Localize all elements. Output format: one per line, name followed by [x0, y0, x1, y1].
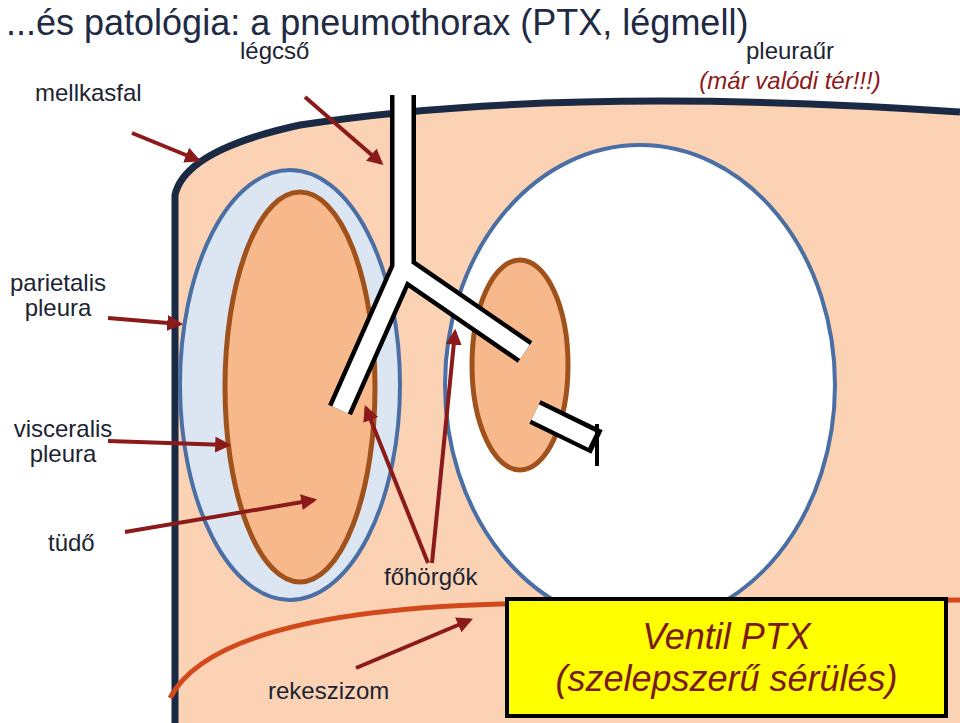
chest-wall — [175, 101, 960, 723]
airway — [340, 95, 597, 466]
part-label: pleuraűr — [746, 38, 834, 63]
part-label: rekeszizom — [268, 678, 389, 703]
part-label: légcső — [240, 38, 309, 63]
slide-title: ...és patológia: a pneumothorax (PTX, lé… — [6, 4, 748, 42]
highlight-box: Ventil PTX(szelepszerű sérülés) — [505, 597, 948, 718]
part-label: (már valódi tér!!!) — [699, 68, 880, 93]
pleural-space — [445, 145, 835, 625]
parietal-pleura — [180, 170, 400, 600]
part-label: parietalis pleura — [3, 270, 113, 320]
part-label: tüdő — [48, 530, 95, 555]
collapsed-lung — [472, 260, 568, 470]
part-label: visceralis pleura — [3, 416, 123, 466]
part-label: mellkasfal — [35, 80, 142, 105]
box-text: Ventil PTX — [642, 616, 811, 657]
chest-cavity — [175, 101, 960, 723]
part-label: főhörgők — [384, 564, 477, 589]
box-text: (szelepszerű sérülés) — [555, 658, 897, 699]
